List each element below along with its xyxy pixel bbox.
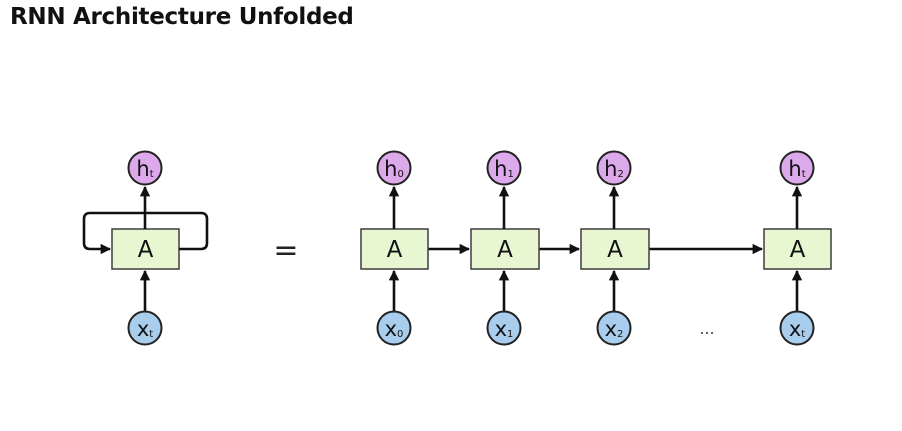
svg-text:xt: xt bbox=[789, 317, 805, 341]
output-node: h0 bbox=[376, 150, 412, 186]
input-node: xt bbox=[779, 310, 815, 346]
input-node: x1 bbox=[486, 310, 522, 346]
svg-text:ht: ht bbox=[136, 157, 153, 181]
node-symbol: h bbox=[136, 157, 149, 181]
node-subscript: t bbox=[802, 169, 806, 180]
rnn-cell-label: A bbox=[497, 237, 513, 263]
rnn-cell bbox=[763, 228, 832, 270]
rnn-cell-label: A bbox=[607, 237, 623, 263]
svg-text:x0: x0 bbox=[385, 317, 404, 341]
node-subscript: 1 bbox=[507, 169, 513, 180]
node-symbol: x bbox=[137, 317, 149, 341]
svg-text:x2: x2 bbox=[605, 317, 624, 341]
rolled-cell-label: A bbox=[138, 237, 154, 263]
node-subscript: t bbox=[149, 329, 153, 340]
node-symbol: h bbox=[788, 157, 801, 181]
rnn-cell bbox=[470, 228, 540, 270]
ellipsis: ... bbox=[699, 319, 714, 338]
node-subscript: 0 bbox=[397, 169, 403, 180]
node-symbol: x bbox=[605, 317, 617, 341]
unrolled-step: A h1 x1 bbox=[470, 150, 540, 346]
input-node: x2 bbox=[596, 310, 632, 346]
output-node: h2 bbox=[596, 150, 632, 186]
rnn-cell bbox=[580, 228, 650, 270]
svg-text:h2: h2 bbox=[604, 157, 624, 181]
unrolled-step: A ht xt bbox=[763, 150, 832, 346]
node-symbol: h bbox=[494, 157, 507, 181]
equals-sign: = bbox=[273, 233, 298, 268]
rnn-cell-label: A bbox=[790, 237, 806, 263]
rolled-rnn: A ht xt bbox=[82, 150, 209, 346]
node-subscript: t bbox=[150, 169, 154, 180]
svg-text:h1: h1 bbox=[494, 157, 514, 181]
unrolled-step: A h2 x2 bbox=[580, 150, 650, 346]
node-subscript: 2 bbox=[617, 329, 623, 340]
input-node: x0 bbox=[376, 310, 412, 346]
rnn-cell-label: A bbox=[387, 237, 403, 263]
node-subscript: 1 bbox=[507, 329, 513, 340]
rolled-cell bbox=[111, 228, 180, 270]
unrolled-step: A h0 x0 bbox=[360, 150, 429, 346]
svg-text:x1: x1 bbox=[495, 317, 514, 341]
output-node: ht bbox=[779, 150, 815, 186]
page-title: RNN Architecture Unfolded bbox=[10, 4, 354, 30]
svg-text:ht: ht bbox=[788, 157, 805, 181]
node-symbol: x bbox=[789, 317, 801, 341]
node-symbol: x bbox=[385, 317, 397, 341]
rolled-output-node: ht bbox=[127, 150, 163, 186]
node-symbol: x bbox=[495, 317, 507, 341]
output-node: h1 bbox=[486, 150, 522, 186]
node-symbol: h bbox=[604, 157, 617, 181]
node-subscript: 0 bbox=[397, 329, 403, 340]
node-subscript: t bbox=[801, 329, 805, 340]
svg-text:h0: h0 bbox=[384, 157, 404, 181]
rnn-cell bbox=[360, 228, 429, 270]
svg-text:xt: xt bbox=[137, 317, 153, 341]
rolled-input-node: xt bbox=[127, 310, 163, 346]
node-subscript: 2 bbox=[617, 169, 623, 180]
unrolled-rnn: A h0 x0 A h1 x1 bbox=[360, 150, 832, 346]
node-symbol: h bbox=[384, 157, 397, 181]
